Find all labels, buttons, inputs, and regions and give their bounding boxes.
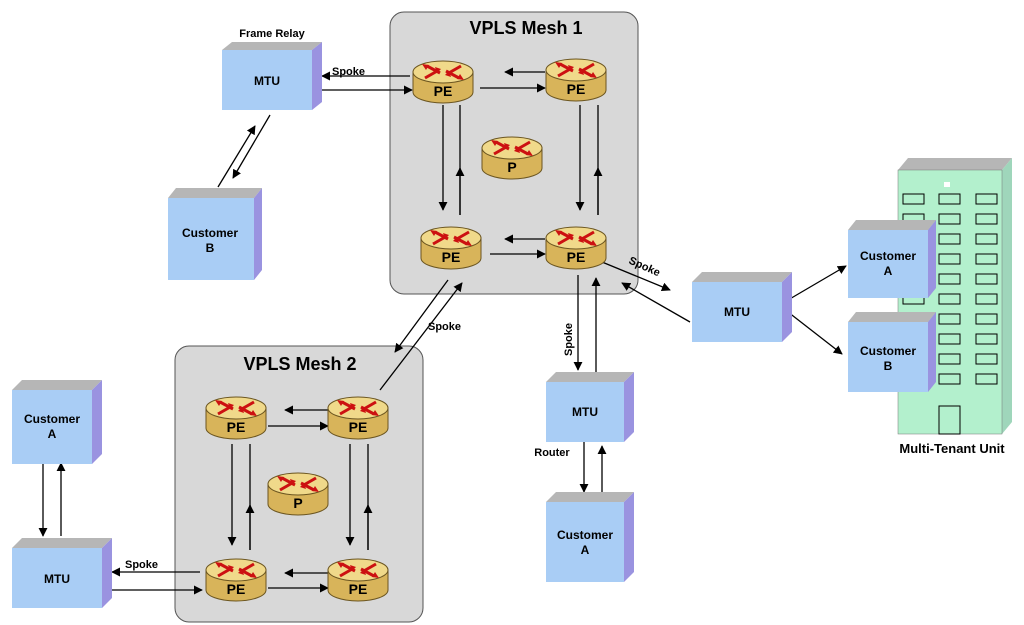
mesh-2-pe-top-right: PE bbox=[326, 395, 390, 441]
mesh-1-p-router: P bbox=[480, 135, 544, 181]
mesh-1-pe-top-right: PE bbox=[544, 57, 608, 103]
svg-text:Customer: Customer bbox=[557, 528, 613, 542]
svg-text:PE: PE bbox=[442, 249, 461, 265]
vpls-mesh-2-title: VPLS Mesh 2 bbox=[243, 354, 356, 374]
multi-tenant-caption: Multi-Tenant Unit bbox=[899, 441, 1005, 456]
customer-b-right: Customer B bbox=[848, 312, 936, 392]
svg-text:A: A bbox=[48, 427, 57, 441]
mesh-1-pe-bottom-left: PE bbox=[419, 225, 483, 271]
svg-text:PE: PE bbox=[227, 581, 246, 597]
customer-a-left: Customer A bbox=[12, 380, 102, 464]
spoke-label-vertical: Spoke bbox=[563, 323, 575, 356]
svg-text:MTU: MTU bbox=[44, 572, 70, 586]
svg-text:P: P bbox=[293, 495, 302, 511]
svg-text:MTU: MTU bbox=[724, 305, 750, 319]
svg-text:Customer: Customer bbox=[860, 249, 916, 263]
svg-text:A: A bbox=[581, 543, 590, 557]
svg-text:A: A bbox=[884, 264, 893, 278]
svg-text:PE: PE bbox=[434, 83, 453, 99]
customer-b-left: Customer B bbox=[168, 188, 262, 280]
svg-text:P: P bbox=[507, 159, 516, 175]
mesh-2-pe-top-left: PE bbox=[204, 395, 268, 441]
svg-text:PE: PE bbox=[227, 419, 246, 435]
svg-text:B: B bbox=[884, 359, 893, 373]
customer-a-bottom: Customer A bbox=[546, 492, 634, 582]
vpls-mesh-1-title: VPLS Mesh 1 bbox=[469, 18, 582, 38]
mesh-2-pe-bottom-right: PE bbox=[326, 557, 390, 603]
svg-text:MTU: MTU bbox=[572, 405, 598, 419]
svg-text:Customer: Customer bbox=[24, 412, 80, 426]
svg-text:MTU: MTU bbox=[254, 74, 280, 88]
svg-text:PE: PE bbox=[567, 249, 586, 265]
svg-text:PE: PE bbox=[349, 419, 368, 435]
router-caption: Router bbox=[534, 447, 570, 459]
svg-text:Customer: Customer bbox=[182, 226, 238, 240]
mtu-router: MTU bbox=[546, 372, 634, 442]
mtu-right: MTU bbox=[692, 272, 792, 342]
customer-a-right: Customer A bbox=[848, 220, 936, 298]
svg-text:Customer: Customer bbox=[860, 344, 916, 358]
spoke-label-middle: Spoke bbox=[428, 321, 461, 333]
mesh-1-links bbox=[438, 67, 603, 259]
svg-text:PE: PE bbox=[349, 581, 368, 597]
mtu-frame-relay: MTU bbox=[222, 42, 322, 110]
mesh-2-pe-bottom-left: PE bbox=[204, 557, 268, 603]
spoke-label-top: Spoke bbox=[332, 66, 365, 78]
spoke-links bbox=[38, 71, 847, 595]
mesh-1-pe-bottom-right: PE bbox=[544, 225, 608, 271]
svg-text:PE: PE bbox=[567, 81, 586, 97]
spoke-label-bottom-left: Spoke bbox=[125, 559, 158, 571]
mesh-2-links bbox=[227, 405, 373, 593]
frame-relay-caption: Frame Relay bbox=[239, 28, 305, 40]
mtu-left: MTU bbox=[12, 538, 112, 608]
mesh-1-pe-top-left: PE bbox=[411, 59, 475, 105]
mesh-2-p-router: P bbox=[266, 471, 330, 517]
svg-text:B: B bbox=[206, 241, 215, 255]
